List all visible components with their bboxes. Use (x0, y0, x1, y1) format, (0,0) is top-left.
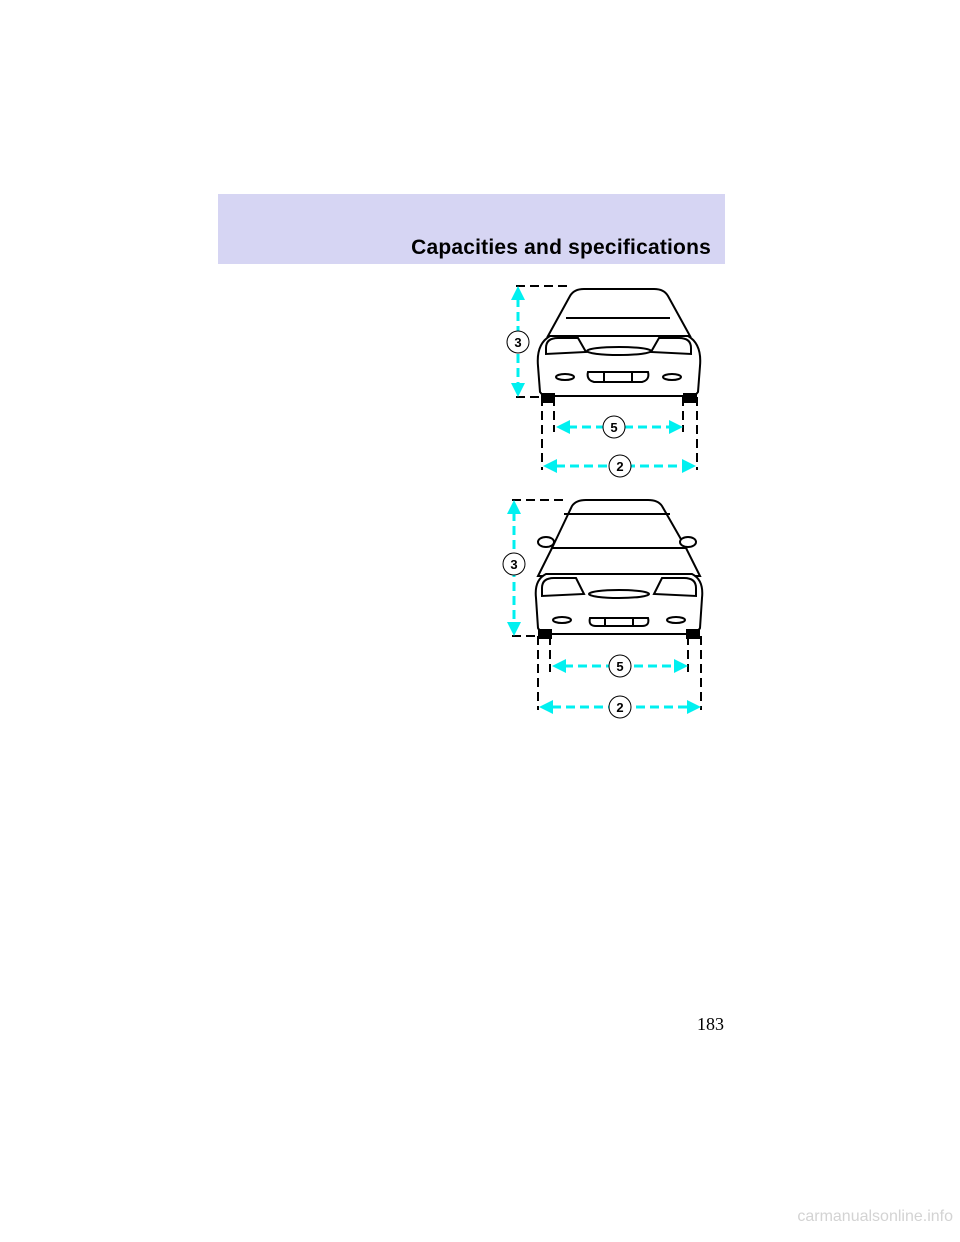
svg-text:3: 3 (510, 557, 517, 572)
svg-text:2: 2 (616, 700, 623, 715)
callout-track-5: 5 (602, 415, 626, 439)
callout-height-3: 3 (502, 552, 526, 576)
sedan-front-diagram: 3 5 2 (490, 282, 720, 482)
callout-track-5: 5 (608, 654, 632, 678)
svg-text:5: 5 (610, 420, 617, 435)
svg-text:2: 2 (616, 459, 623, 474)
page-number: 183 (697, 1014, 724, 1034)
section-header-band: Capacities and specifications (218, 194, 725, 264)
wagon-front-diagram: 3 5 2 (490, 496, 720, 721)
callout-width-2: 2 (608, 695, 632, 719)
callout-height-3: 3 (506, 330, 530, 354)
sedan-car-drawing (536, 288, 702, 403)
callout-width-2: 2 (608, 454, 632, 478)
section-title: Capacities and specifications (411, 236, 711, 259)
svg-text:3: 3 (514, 335, 521, 350)
svg-text:5: 5 (616, 659, 623, 674)
footer-website-link[interactable]: carmanualsonline.info (797, 1208, 953, 1225)
wagon-car-drawing (534, 499, 704, 639)
